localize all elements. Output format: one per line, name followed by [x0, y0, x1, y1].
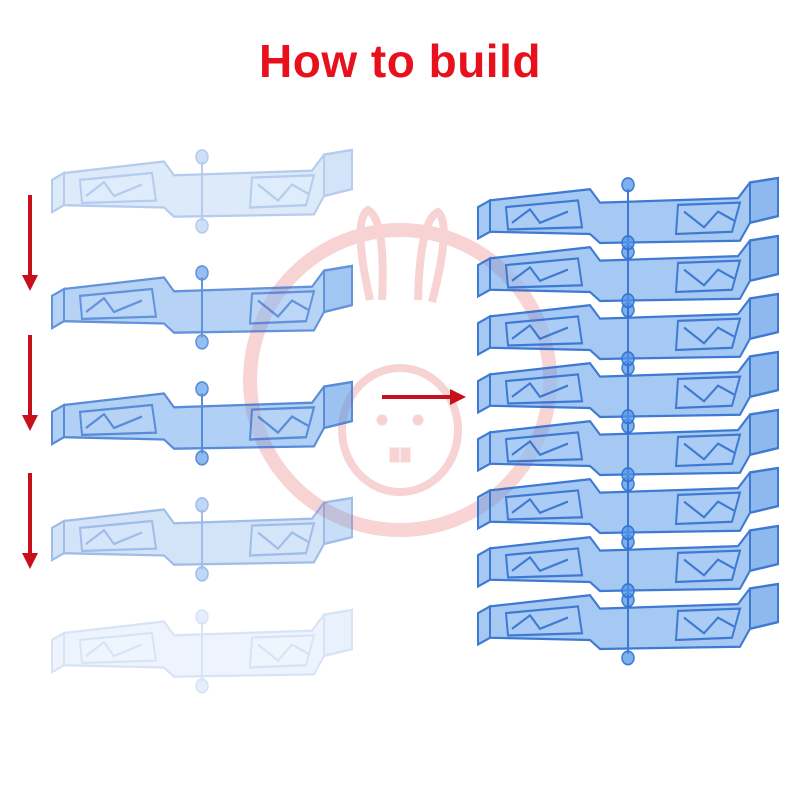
- build-piece: [50, 264, 354, 350]
- down-arrow-icon: [22, 473, 38, 569]
- stack-layer: [476, 582, 780, 666]
- build-piece-ghost: [50, 608, 354, 694]
- page-title: How to build: [259, 35, 541, 87]
- down-arrow-icon: [22, 335, 38, 431]
- build-piece: [50, 148, 354, 234]
- build-piece: [50, 496, 354, 582]
- build-piece: [50, 380, 354, 466]
- exploded-pieces: [50, 148, 354, 694]
- down-arrow-icon: [22, 195, 38, 291]
- assembled-stack: [476, 176, 780, 666]
- right-arrow-icon: [382, 389, 466, 405]
